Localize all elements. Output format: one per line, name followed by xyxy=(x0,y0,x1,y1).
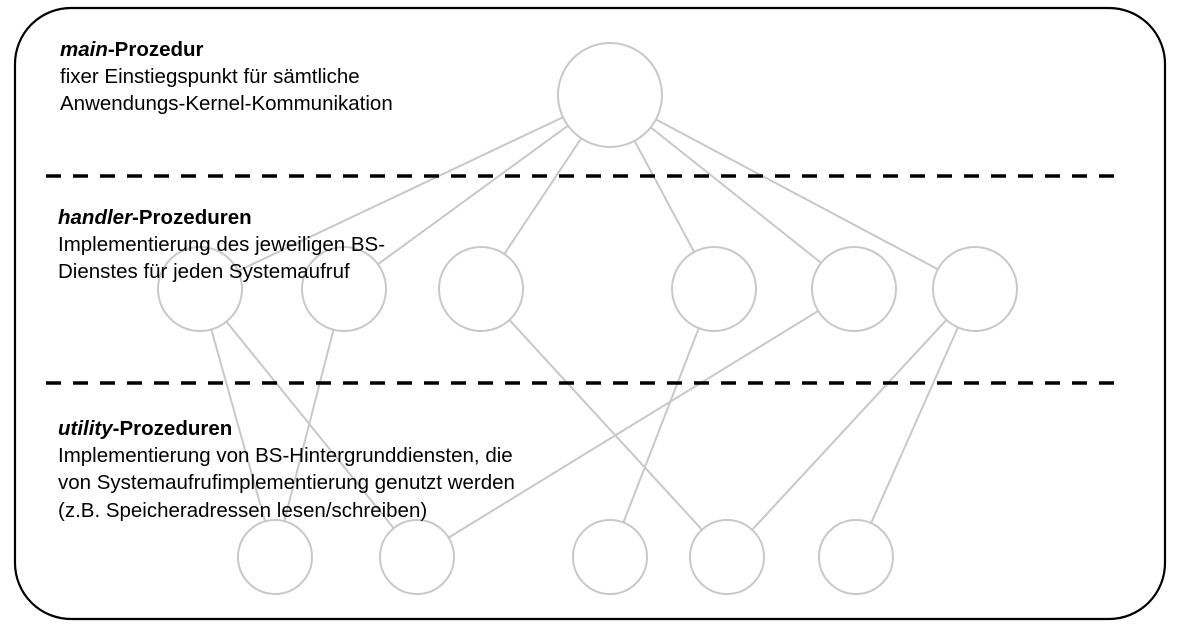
section-title-emph-utility: utility xyxy=(58,417,113,440)
graph-node-handler[interactable] xyxy=(157,246,243,332)
graph-node-utility[interactable] xyxy=(818,519,894,595)
section-title-rest-main: -Prozedur xyxy=(107,38,204,61)
nodes-layer xyxy=(157,42,1018,595)
section-title-rest-handler: -Prozeduren xyxy=(132,206,252,229)
graph-edge xyxy=(649,126,823,264)
graph-edge xyxy=(225,320,395,530)
section-desc-main-line-2: Anwendungs-Kernel-Kommunikation xyxy=(60,92,393,116)
section-desc-handler-line-1: Implementierung des jeweiligen BS- xyxy=(58,233,386,257)
section-desc-handler-line-2: Dienstes für jeden Systemaufruf xyxy=(58,260,350,284)
graph-node-handler[interactable] xyxy=(301,246,387,332)
graph-edge xyxy=(447,309,820,539)
graph-edge xyxy=(283,328,335,523)
graph-node-handler[interactable] xyxy=(932,246,1018,332)
graph-edge xyxy=(751,318,948,531)
graph-edge xyxy=(654,118,939,271)
graph-node-main[interactable] xyxy=(557,42,663,148)
section-desc-utility-line-2: von Systemaufrufimplementierung genutzt … xyxy=(58,471,515,495)
section-label-utility: utility-Prozeduren Implementierung von B… xyxy=(58,415,515,524)
section-desc-main-line-1: fixer Einstiegspunkt für sämtliche xyxy=(60,65,360,89)
section-title-main: main-Prozedur xyxy=(60,36,393,63)
section-label-handler: handler-Prozeduren Implementierung des j… xyxy=(58,204,385,286)
section-desc-utility-line-3: (z.B. Speicheradressen lesen/schreiben) xyxy=(58,498,428,522)
section-title-emph-handler: handler xyxy=(58,206,133,229)
graph-edge xyxy=(633,139,696,253)
graph-node-handler[interactable] xyxy=(438,246,524,332)
section-title-utility: utility-Prozeduren xyxy=(58,415,515,442)
graph-edge xyxy=(210,328,267,523)
graph-node-handler[interactable] xyxy=(671,246,757,332)
section-title-handler: handler-Prozeduren xyxy=(58,204,385,231)
section-label-main: main-Prozedur fixer Einstiegspunkt für s… xyxy=(60,36,393,118)
graph-edge xyxy=(508,318,703,531)
graph-node-utility[interactable] xyxy=(572,519,648,595)
graph-edge xyxy=(376,124,569,266)
graph-node-utility[interactable] xyxy=(689,519,765,595)
outer-rounded-frame xyxy=(13,6,1167,621)
graph-edge xyxy=(503,137,583,256)
section-desc-utility-line-1: Implementierung von BS-Hintergrunddienst… xyxy=(58,444,513,468)
graph-edge xyxy=(622,327,700,524)
graph-node-handler[interactable] xyxy=(811,246,897,332)
graph-edge xyxy=(236,116,564,273)
graph-node-utility[interactable] xyxy=(237,519,313,595)
section-title-emph-main: main xyxy=(60,38,108,61)
graph-node-utility[interactable] xyxy=(379,519,455,595)
dividers-layer xyxy=(46,174,1116,385)
graph-edge xyxy=(870,326,959,525)
edges-layer xyxy=(210,116,959,539)
section-title-rest-utility: -Prozeduren xyxy=(112,417,233,440)
diagram-frame xyxy=(13,6,1167,621)
